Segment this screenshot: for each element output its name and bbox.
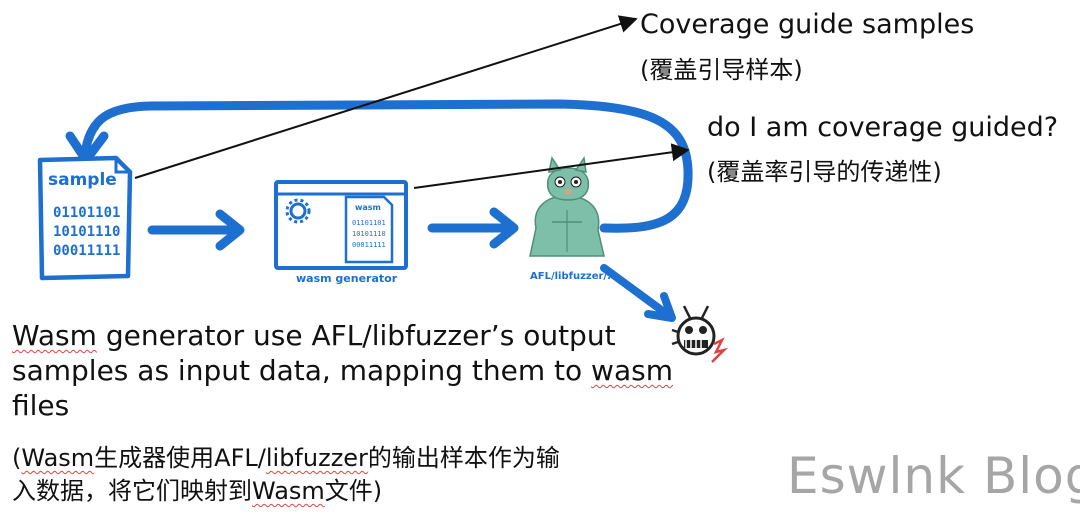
mini-binary-line: 00011111 [352, 241, 386, 249]
spell-underlined-word: Wasm [252, 477, 325, 505]
cn-text-segment: 的输出样本作为输 [367, 444, 560, 472]
flow-arrow-generator-to-fuzzer [427, 207, 519, 249]
pointer-arrow-question [413, 143, 690, 189]
fuzzer-label: AFL/libfuzzer/... [530, 271, 618, 282]
brand-watermark: Eswlnk Blog [787, 447, 1080, 505]
feedback-loop-arrow [81, 99, 693, 233]
cn-text-segment: 文件) [324, 477, 383, 505]
wasm-file-icon: wasm 01101101 10101110 00011111 [344, 195, 394, 264]
spell-underlined-word: Wasm [12, 319, 97, 352]
pointer-arrow-coverage [134, 15, 638, 179]
sample-label: sample [48, 170, 117, 190]
coverage-guide-title: Coverage guide samples [640, 9, 975, 40]
flow-arrow-sample-to-generator [147, 209, 245, 251]
cn-text-segment: 入数据，将它们映射到 [12, 477, 252, 505]
spell-underlined-word: libfuzzer [265, 444, 368, 472]
bug-icon [671, 305, 729, 363]
main-text-segment: generator use AFL/libfuzzer’s output [96, 319, 616, 352]
gear-icon [285, 198, 311, 224]
sample-binary-line: 01101101 [53, 205, 120, 221]
main-text-segment: samples as input data, mapping them to [12, 354, 592, 387]
sample-file-icon: sample 01101101 10101110 00011111 [37, 155, 133, 281]
spell-underlined-word: wasm [591, 354, 673, 387]
sample-binary-line: 10101110 [53, 224, 120, 240]
cn-text-segment: ( [12, 444, 22, 472]
main-description: Wasm generator use AFL/libfuzzer’s outpu… [12, 318, 673, 423]
main-description-cn: (Wasm生成器使用AFL/libfuzzer的输出样本作为输 入数据，将它们映… [12, 442, 560, 508]
main-text-segment: files [12, 389, 70, 422]
coverage-question-title: do I am coverage guided? [707, 112, 1059, 143]
coverage-question-cn: (覆盖率引导的传递性) [707, 158, 942, 186]
mini-binary-line: 10101110 [352, 230, 386, 238]
mini-binary-line: 01101101 [352, 219, 386, 227]
flow-arrow-fuzzer-to-bug [600, 264, 676, 322]
gopher-hoodie-icon [529, 155, 605, 257]
coverage-guide-cn: (覆盖引导样本) [640, 56, 803, 84]
wasm-file-label: wasm [355, 203, 381, 212]
generator-label: wasm generator [296, 272, 398, 285]
spell-underlined-word: Wasm [21, 444, 95, 472]
sample-binary-line: 00011111 [53, 243, 120, 259]
cn-text-segment: 生成器使用AFL/ [94, 444, 266, 472]
wasm-generator-window: wasm 01101101 10101110 00011111 wasm gen… [274, 180, 408, 285]
